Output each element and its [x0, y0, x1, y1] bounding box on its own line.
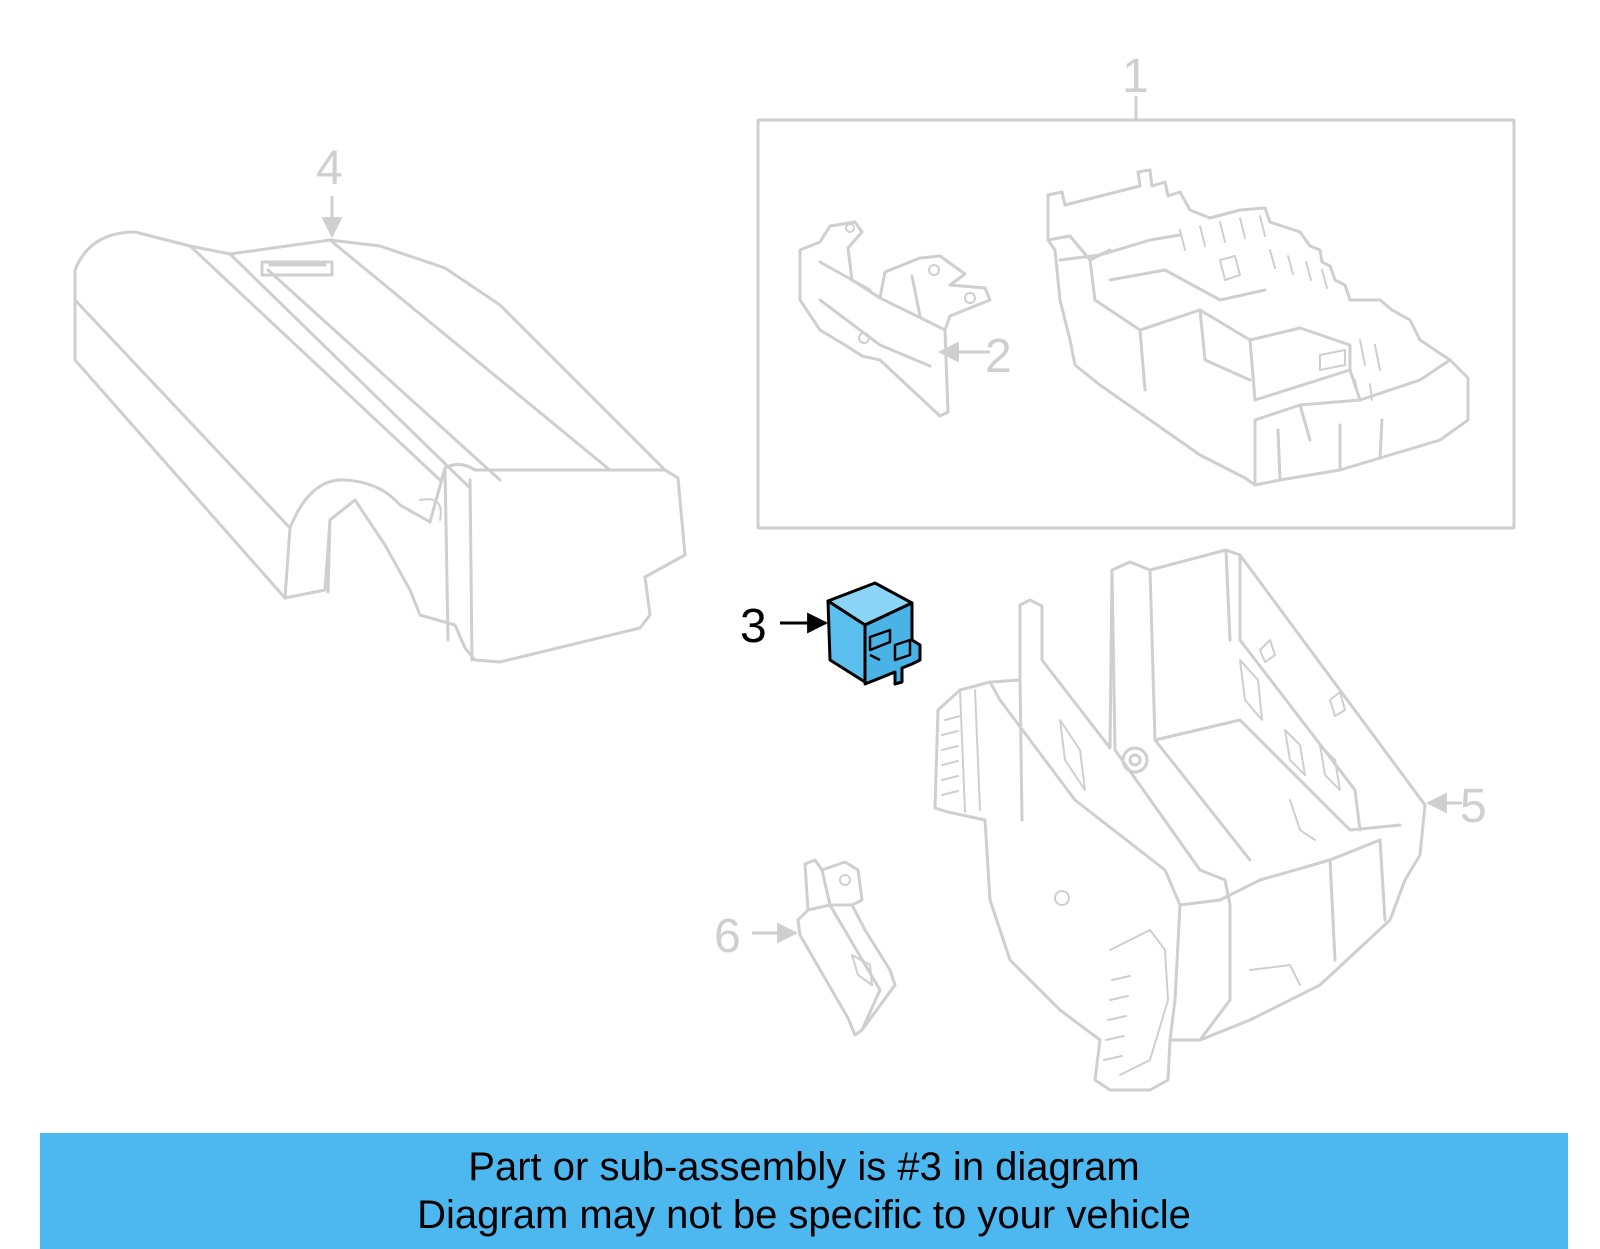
part-4-fuse-box-cover[interactable] — [73, 230, 687, 664]
callout-label-2[interactable]: 2 — [985, 330, 1012, 383]
banner-line-part-number: Part or sub-assembly is #3 in diagram — [468, 1145, 1140, 1189]
callout-label-5[interactable]: 5 — [1460, 780, 1487, 833]
callout-label-3[interactable]: 3 — [740, 600, 767, 653]
part-2-bracket[interactable] — [798, 220, 992, 418]
part-6-small-bracket[interactable] — [796, 858, 897, 1037]
callout-label-4[interactable]: 4 — [316, 142, 343, 195]
part-5-fuse-box-housing[interactable] — [933, 548, 1427, 1092]
relay-right-face — [863, 601, 922, 686]
part-1-fuse-box[interactable] — [1046, 168, 1470, 487]
callout-label-1[interactable]: 1 — [1122, 50, 1149, 103]
info-banner: Part or sub-assembly is #3 in diagram Di… — [40, 1133, 1568, 1249]
part-3-relay[interactable] — [826, 581, 922, 686]
callout-label-6[interactable]: 6 — [714, 910, 741, 963]
banner-line-disclaimer: Diagram may not be specific to your vehi… — [417, 1193, 1191, 1237]
